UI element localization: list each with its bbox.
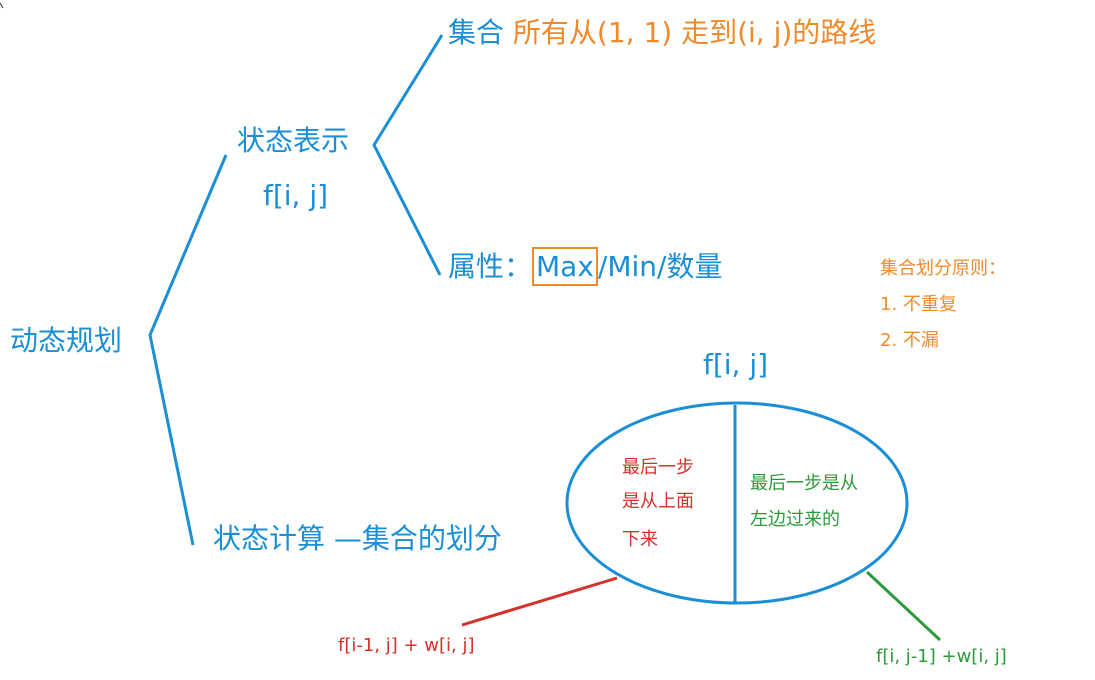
principle-item-1: 1. 不重复 (880, 294, 957, 315)
left-part-line-2: 是从上面 (622, 491, 694, 512)
partition-notation: f[i, j] (703, 348, 769, 381)
left-part-line-1: 最后一步 (622, 457, 694, 478)
root-label: 动态规划 (10, 324, 123, 357)
attr-max-box: Max (532, 247, 598, 286)
state-calc-row: 状态计算 —集合的划分 (213, 522, 502, 555)
principle-item-2: 2. 不漏 (880, 330, 939, 351)
set-label: 集合 (448, 16, 505, 49)
left-formula-line (461, 576, 618, 627)
stray-mark (0, 2, 4, 9)
right-part-line-1: 最后一步是从 (750, 473, 858, 494)
attr-rest: /Min/数量 (597, 250, 723, 283)
principle-title: 集合划分原则： (880, 258, 1006, 279)
repr-bracket (372, 34, 444, 276)
set-ellipse (565, 401, 909, 605)
left-part-line-3: 下来 (622, 529, 658, 550)
right-formula: f[i, j-1] +w[i, j] (876, 646, 1007, 667)
set-description: 所有从(1, 1) 走到(i, j)的路线 (512, 16, 877, 49)
state-repr-label: 状态表示 (237, 124, 350, 157)
state-calc-dash: — (333, 522, 362, 555)
attr-row: 属性：Max/Min/数量 (448, 247, 722, 286)
set-row: 集合 所有从(1, 1) 走到(i, j)的路线 (448, 16, 877, 49)
state-calc-desc: 集合的划分 (361, 522, 502, 555)
left-formula: f[i-1, j] + w[i, j] (338, 635, 475, 656)
attr-label: 属性： (448, 250, 533, 283)
state-calc-label: 状态计算 (213, 522, 326, 555)
right-formula-line (865, 570, 942, 642)
right-part-line-2: 左边过来的 (750, 509, 840, 530)
root-bracket (148, 154, 228, 546)
state-repr-notation: f[i, j] (263, 179, 329, 212)
